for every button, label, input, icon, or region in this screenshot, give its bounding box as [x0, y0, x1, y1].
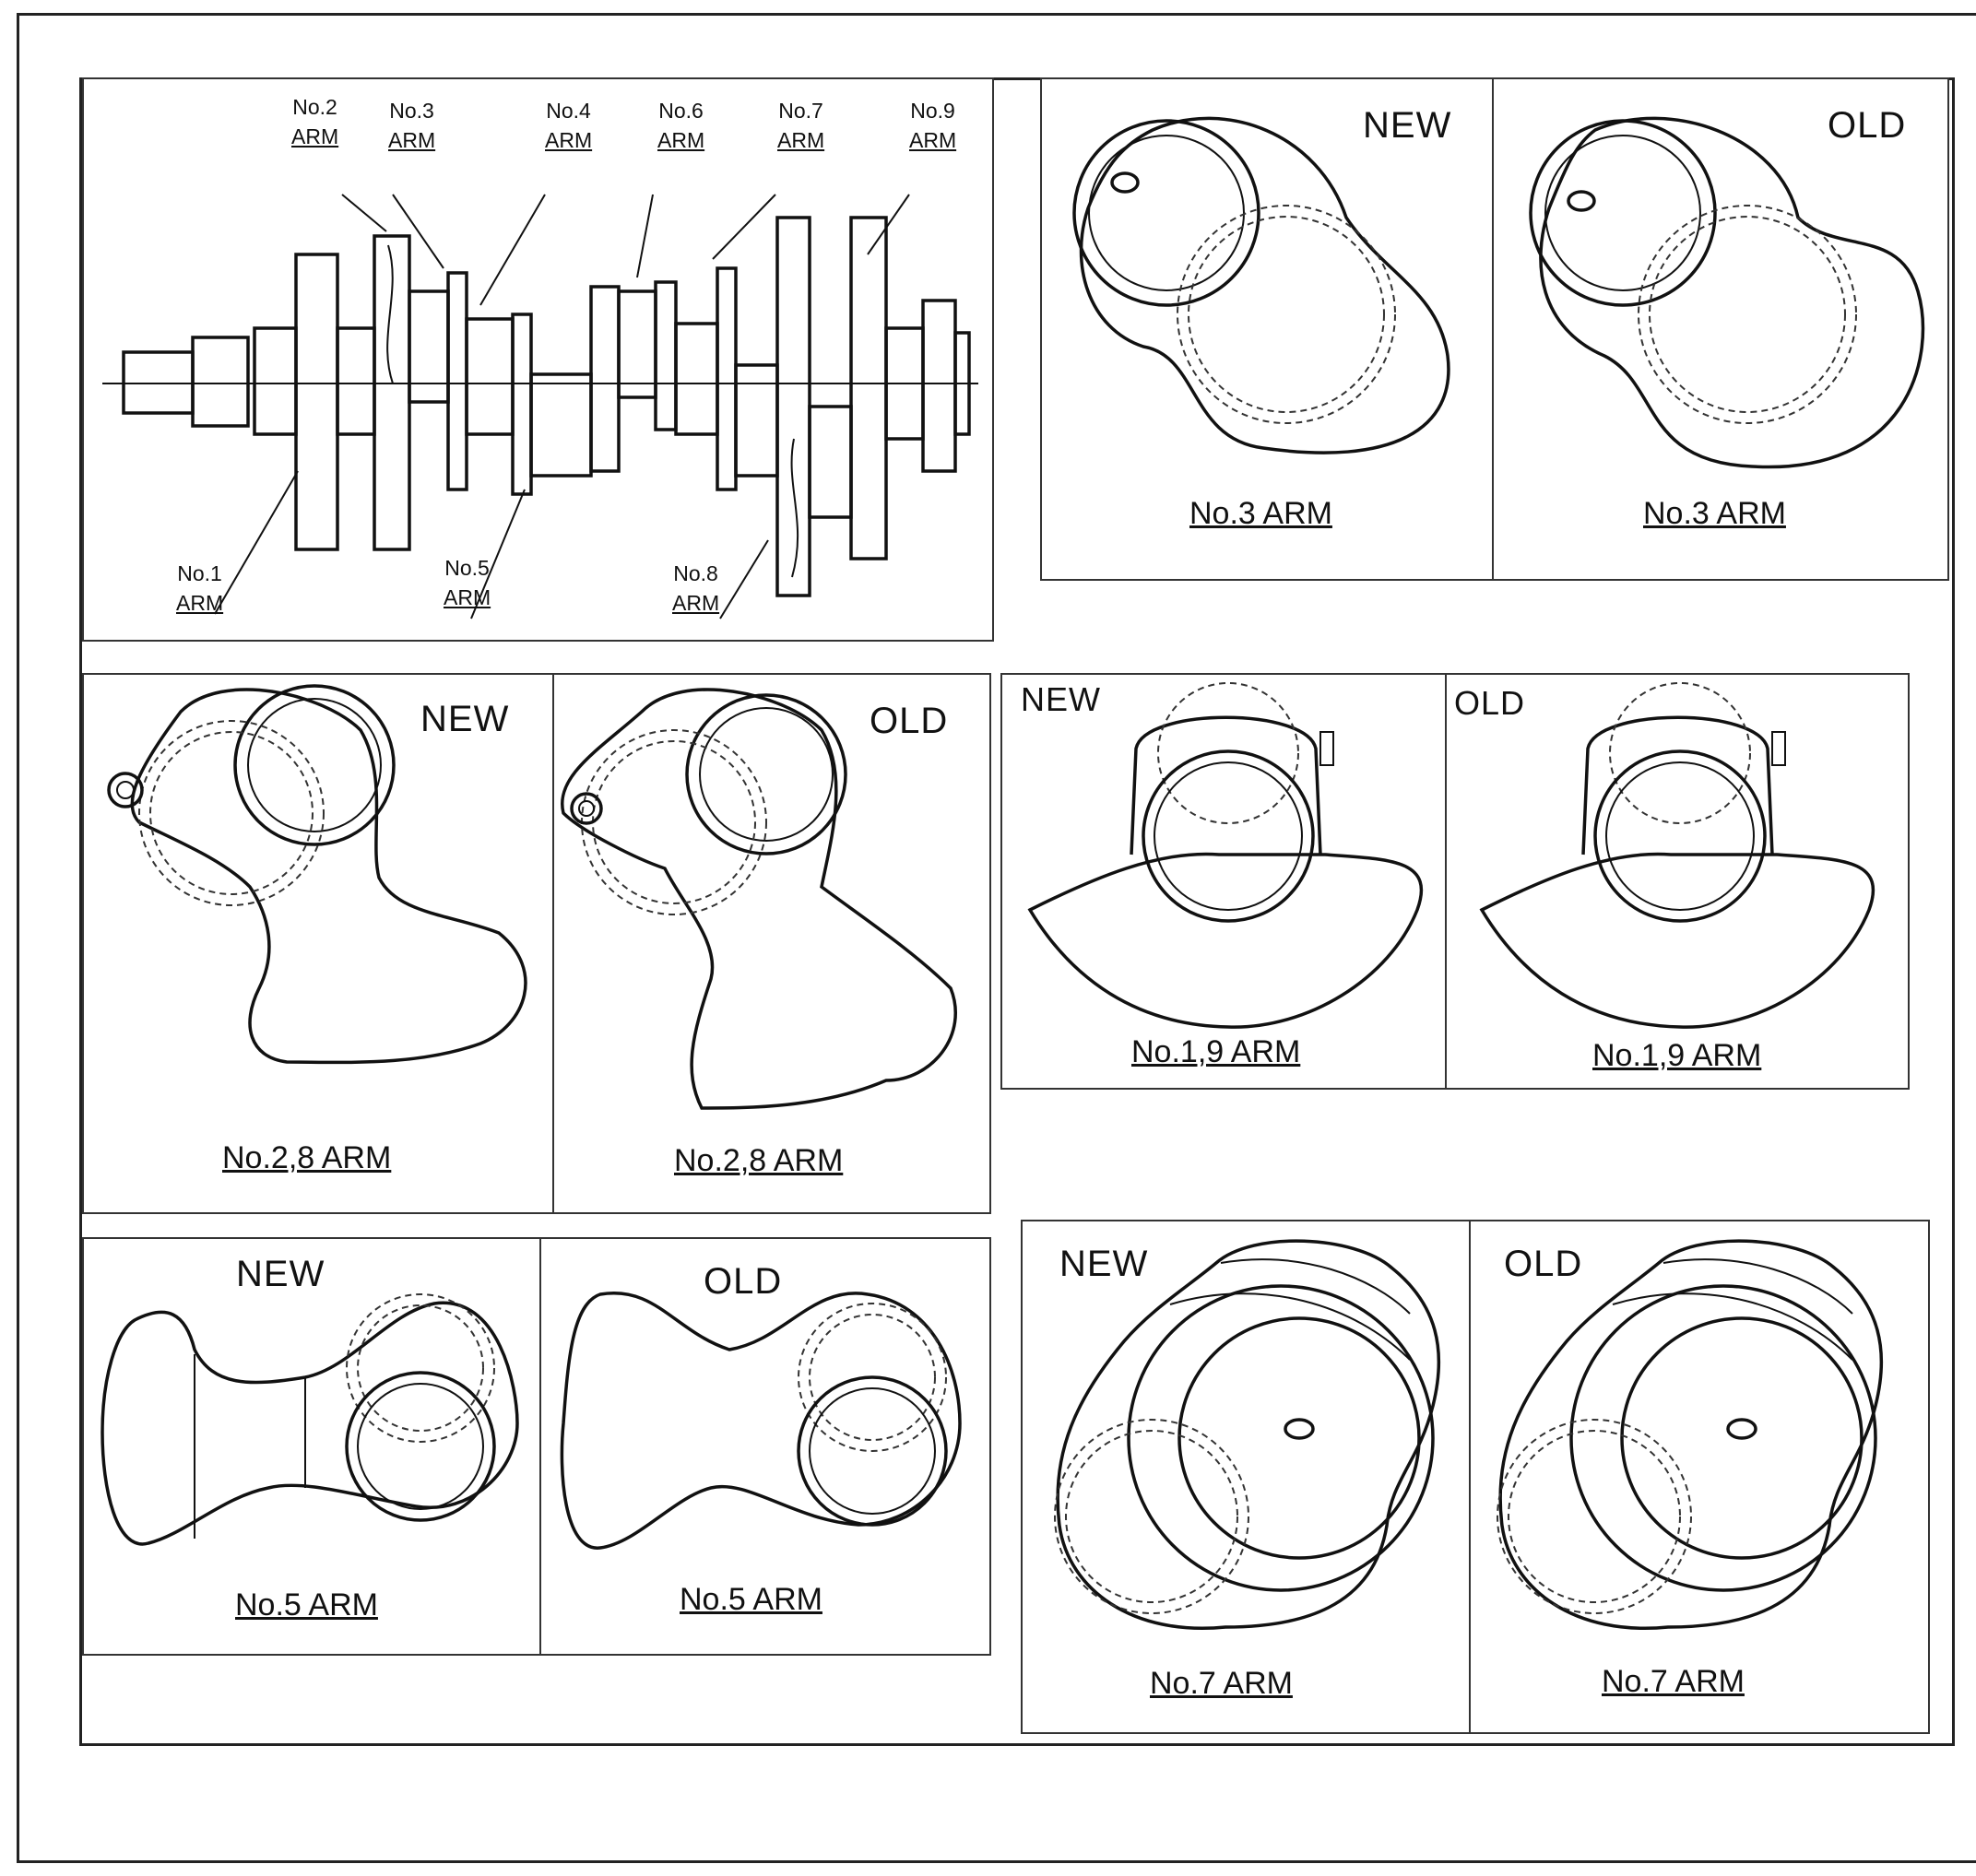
new-tag: NEW: [1059, 1244, 1149, 1284]
new-caption: No.5 ARM: [235, 1587, 378, 1622]
no28-arm-comparison-panel: NEW OLD No.2,8 ARM No.2,8 ARM: [82, 673, 991, 1214]
new-tag: NEW: [1021, 680, 1101, 718]
old-tag: OLD: [1504, 1244, 1583, 1284]
old-tag: OLD: [704, 1261, 783, 1302]
inner-border: [79, 77, 1955, 1746]
no3-arm-comparison-panel: NEW OLD No.3 ARM No.3 ARM: [1040, 77, 1949, 581]
new-tag: NEW: [420, 699, 510, 739]
outer-border: [17, 13, 1976, 1863]
no19-arm-comparison-panel: NEW OLD No.1,9 ARM No.1,9 ARM: [1000, 673, 1910, 1090]
old-caption: No.3 ARM: [1643, 496, 1786, 531]
new-caption: No.3 ARM: [1189, 496, 1332, 531]
no5-arm-comparison-panel: NEW OLD No.5 ARM No.5 ARM: [82, 1237, 991, 1656]
old-tag: OLD: [1828, 105, 1907, 146]
old-caption: No.1,9 ARM: [1592, 1038, 1762, 1073]
crankshaft-drawing: [102, 194, 978, 619]
old-caption: No.2,8 ARM: [674, 1143, 844, 1178]
new-tag: NEW: [236, 1254, 325, 1294]
no3-arm-drawings: [1072, 116, 1925, 469]
new-caption: No.1,9 ARM: [1131, 1034, 1301, 1069]
no19-arm-drawings: [1027, 682, 1875, 1029]
no7-arm-drawings: [1054, 1239, 1884, 1630]
old-caption: No.5 ARM: [680, 1582, 822, 1617]
old-caption: No.7 ARM: [1602, 1664, 1745, 1699]
new-caption: No.7 ARM: [1150, 1666, 1293, 1701]
no7-arm-comparison-panel: NEW OLD No.7 ARM No.7 ARM: [1021, 1220, 1930, 1734]
no28-arm-drawings: [107, 684, 957, 1110]
new-caption: No.2,8 ARM: [222, 1140, 392, 1175]
old-tag: OLD: [1454, 684, 1526, 722]
new-tag: NEW: [1363, 105, 1452, 146]
no5-arm-drawings: [101, 1291, 962, 1550]
old-tag: OLD: [870, 701, 949, 741]
